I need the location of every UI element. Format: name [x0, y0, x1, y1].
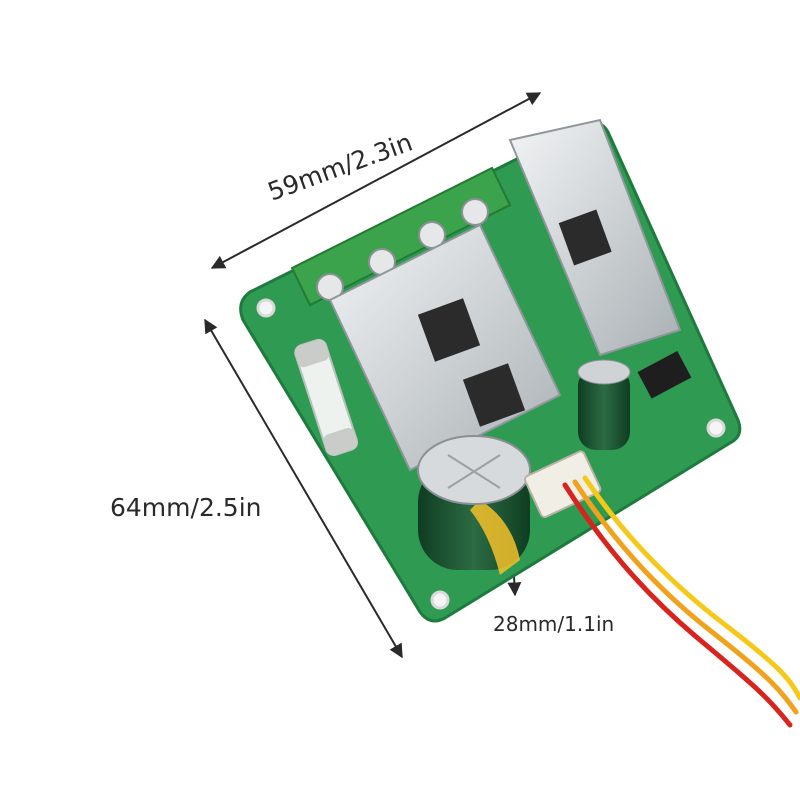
fuse	[294, 338, 359, 457]
large-capacitor	[417, 435, 531, 575]
screw-terminal	[461, 198, 489, 226]
wire-harness	[562, 475, 800, 728]
mount-hole	[256, 298, 276, 318]
mosfet	[417, 298, 481, 362]
mosfet	[558, 209, 612, 266]
mount-hole	[706, 418, 726, 438]
width-dimension-arrow	[210, 92, 542, 269]
mosfet	[462, 363, 526, 427]
terminal-block	[290, 166, 512, 307]
height-dimension-arrow	[204, 318, 403, 659]
heatsinks	[328, 118, 682, 472]
height-dimension-label: 64mm/2.5in	[110, 493, 262, 522]
capacitor-dimension-label: 28mm/1.1in	[493, 612, 615, 636]
mount-hole	[430, 590, 450, 610]
control-chip	[637, 350, 692, 399]
small-capacitor	[577, 359, 631, 450]
